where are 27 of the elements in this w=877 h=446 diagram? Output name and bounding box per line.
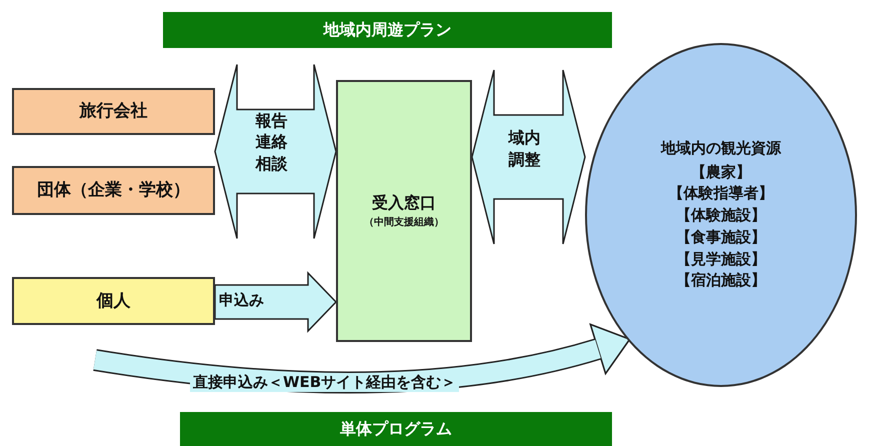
block-arrow	[214, 271, 338, 333]
list-item: 【見学施設】	[676, 248, 766, 270]
title-bar	[163, 12, 612, 48]
client-box	[12, 277, 215, 325]
list-item: 【体験指導者】	[668, 183, 774, 204]
edge-label: 域内調整	[508, 127, 540, 170]
block-arrow	[214, 64, 337, 240]
node-label: 個人	[96, 290, 130, 312]
edge-label: 申込み	[219, 291, 264, 310]
edge-label: 直接申込み＜WEBサイト経由を含む＞	[190, 373, 460, 392]
client-box	[12, 166, 215, 215]
client-box	[12, 88, 215, 135]
node-label: 単体プログラム	[340, 418, 452, 440]
node-label: 旅行会社	[80, 100, 148, 123]
list-item: 【宿泊施設】	[676, 270, 766, 292]
subtitle-text: （中間支援組織）	[364, 216, 444, 230]
list-item: 【農家】	[691, 162, 751, 183]
title-bar	[180, 412, 612, 446]
list-item: 【食事施設】	[676, 226, 766, 248]
reception-box	[336, 80, 472, 342]
node-label: 地域内周遊プラン	[324, 20, 452, 40]
list-item: 【体験施設】	[676, 205, 766, 226]
block-arrow	[471, 69, 586, 245]
edge-label: 報告連絡相談	[256, 110, 288, 174]
node-label: 団体（企業・学校）	[37, 179, 190, 202]
node-label: 受入窓口	[372, 192, 436, 214]
node-label: 地域内の観光資源	[661, 138, 781, 159]
